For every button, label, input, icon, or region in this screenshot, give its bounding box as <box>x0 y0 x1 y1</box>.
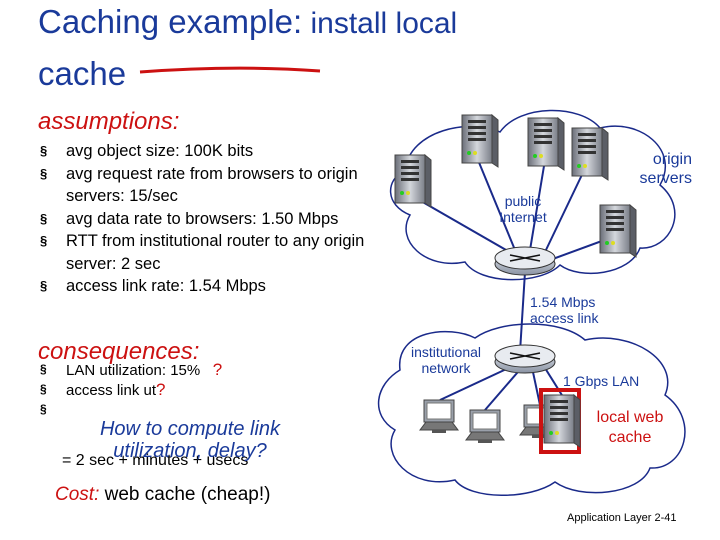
consequence-item: LAN utilization: 15% ? <box>40 360 222 380</box>
cost-line: Cost: web cache (cheap!) <box>55 484 270 506</box>
slide-title: Caching example: install local <box>38 4 457 42</box>
lan-label: 1 Gbps LAN <box>563 373 640 389</box>
assumption-item: avg request rate from browsers to origin… <box>40 163 381 208</box>
assumption-item: avg data rate to browsers: 1.50 Mbps <box>40 208 381 231</box>
access-link-label: 1.54 Mbps access link <box>530 294 599 326</box>
how-to-question: How to compute link utilization, delay? <box>99 418 281 462</box>
consequence-item <box>40 400 222 419</box>
origin-server-icon <box>461 114 499 168</box>
consequence-text: LAN utilization: 15% <box>66 362 201 379</box>
assumption-item: RTT from institutional router to any ori… <box>40 230 381 275</box>
assumptions-list: avg object size: 100K bits avg request r… <box>40 140 381 298</box>
router-icon <box>494 344 556 374</box>
cost-text: web cache (cheap!) <box>99 484 271 505</box>
origin-server-icon <box>394 154 432 208</box>
assumptions-heading: assumptions: <box>38 108 180 135</box>
local-cache-server-icon <box>543 394 581 448</box>
local-cache-label: local web cache <box>596 409 664 446</box>
title-main: Caching example: <box>38 3 303 40</box>
consequences-list: LAN utilization: 15% ? access link ut? <box>40 360 222 419</box>
title-sub: install local <box>302 7 458 40</box>
footer-page: 2-41 <box>654 512 677 524</box>
question-mark: ? <box>156 380 166 399</box>
slide-title-line2: cache <box>38 55 127 92</box>
total-delay: = 2 sec + minutes + usecs <box>62 452 249 469</box>
consequence-item: access link ut? <box>40 380 222 400</box>
assumption-item: avg object size: 100K bits <box>40 140 381 163</box>
router-icon <box>494 246 556 276</box>
origin-server-icon <box>571 127 609 181</box>
assumption-item: access link rate: 1.54 Mbps <box>40 275 381 298</box>
institutional-network-label: institutional network <box>410 344 482 376</box>
footer-text: Application Layer <box>567 512 652 524</box>
origin-servers-label: origin servers <box>639 151 692 187</box>
origin-server-icon <box>527 117 565 171</box>
pc-icon <box>419 399 459 434</box>
question-mark: ? <box>212 360 223 379</box>
consequence-text: access link ut <box>66 382 157 399</box>
origin-server-icon <box>599 204 637 258</box>
pc-icon <box>465 409 505 444</box>
title-underline <box>139 66 321 74</box>
cost-label: Cost: <box>55 484 100 505</box>
public-internet-label: public Internet <box>499 193 547 225</box>
footer: Application Layer 2-41 <box>567 512 676 524</box>
